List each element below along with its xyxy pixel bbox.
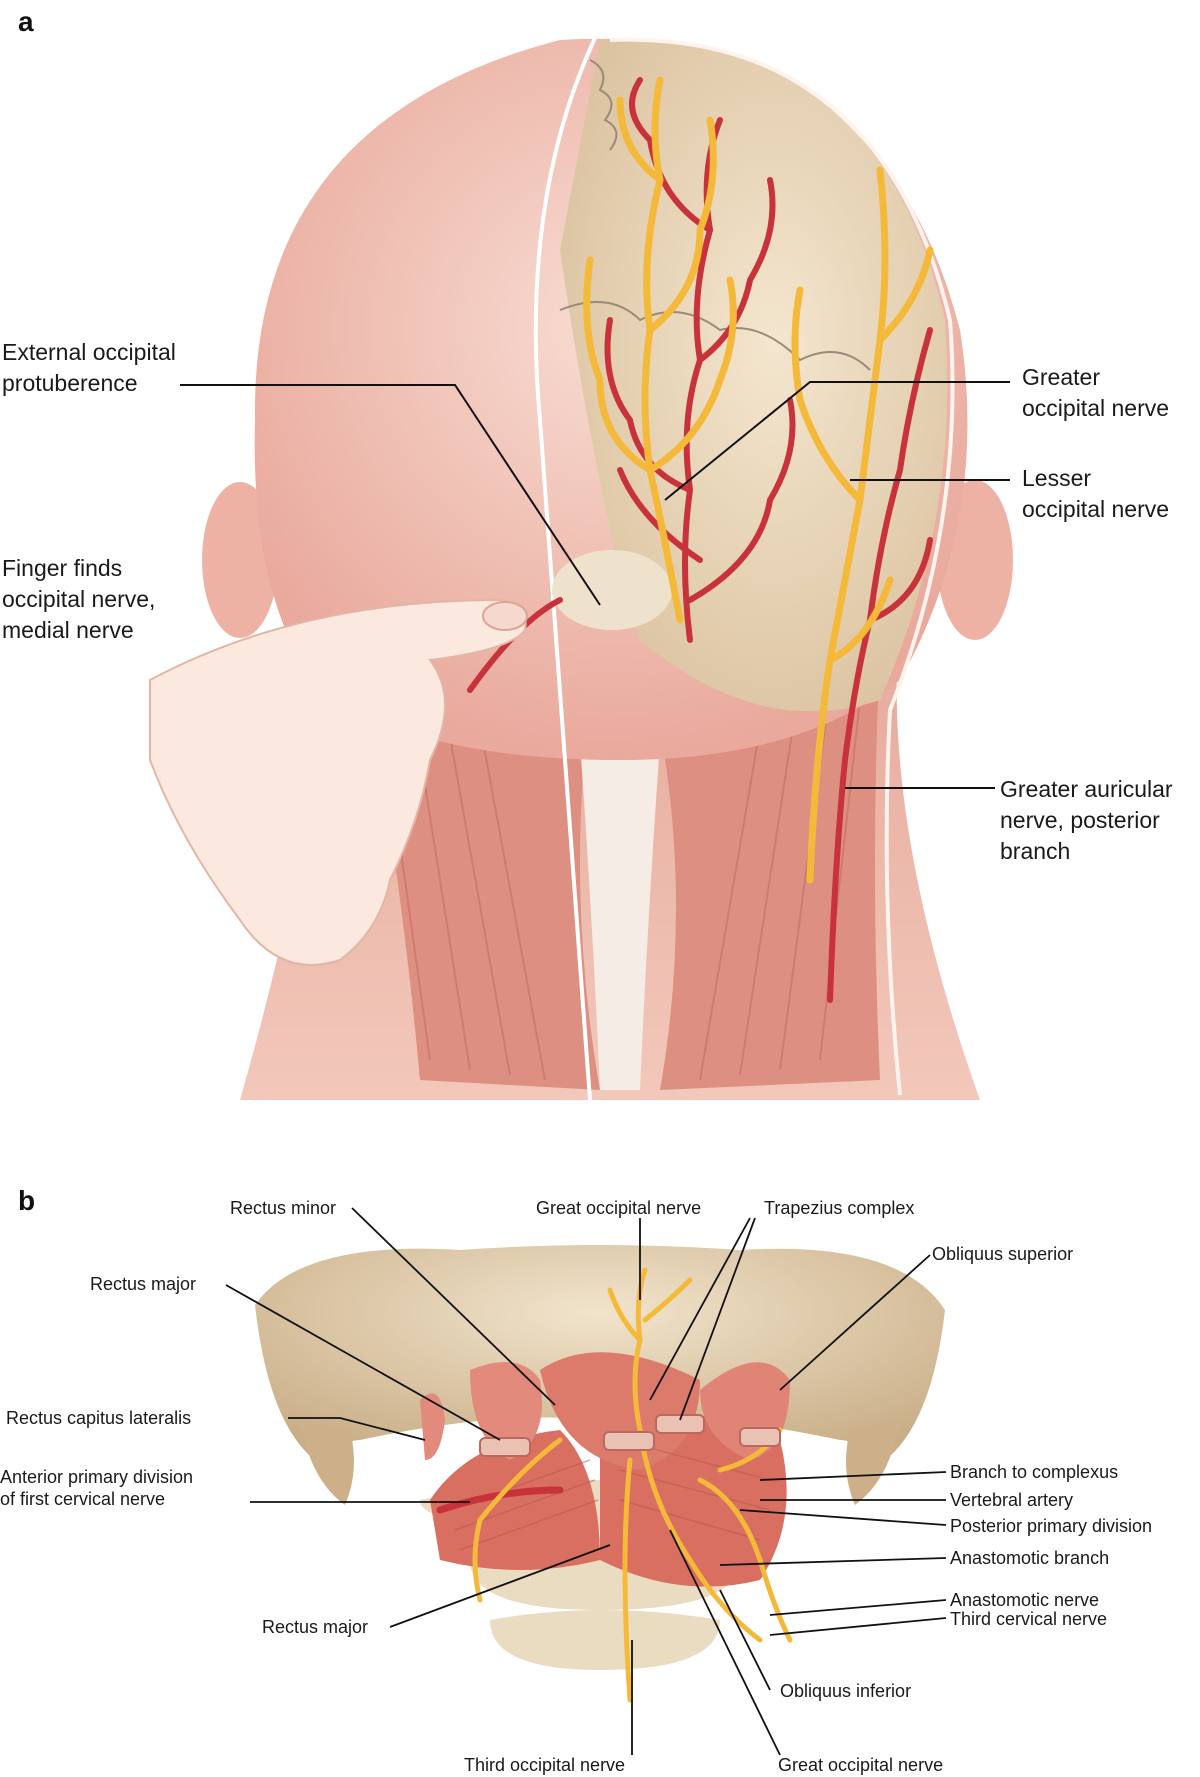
leader-anastomotic-branch [719,1557,947,1566]
leader-trapezius-1 [649,1217,751,1401]
label-vertebral-artery: Vertebral artery [950,1490,1074,1510]
leader-obliquus-inf [719,1589,771,1691]
label-rectus-major-top: Rectus major [90,1274,197,1294]
label-obliquus-superior: Obliquus superior [932,1244,1074,1264]
muscle-rectus-left [430,1430,600,1570]
tendon-tab-2 [603,1431,655,1451]
label-greater-auricular: Greater auricular nerve, posterior branc… [1000,776,1173,864]
panel-a-letter: a [18,6,34,37]
panel-b-letter: b [18,1185,36,1216]
mastoid-right [846,1420,900,1505]
vertebra-c3 [490,1610,720,1670]
label-external-occipital: External occipital protuberence [2,339,176,396]
fingernail [482,601,528,631]
mastoid-left [300,1420,354,1505]
label-anterior-primary-division: Anterior primary division of first cervi… [0,1467,194,1509]
label-finger-finds: Finger finds occipital nerve, medial ner… [2,555,156,643]
label-great-occipital-top: Great occipital nerve [536,1198,702,1218]
leader-branch-complexus [759,1471,947,1481]
label-great-occipital-bottom: Great occipital nerve [778,1755,944,1775]
hand [149,598,527,966]
leader-rectus-major-bottom [389,1544,611,1628]
leader-anastomotic-nerve [769,1599,947,1616]
tendon-tab-4 [739,1427,781,1447]
label-rectus-minor: Rectus minor [230,1198,337,1218]
leader-post-primary [739,1509,947,1526]
label-third-cervical-nerve: Third cervical nerve [950,1609,1108,1629]
leader-rectus-minor [351,1207,556,1406]
label-branch-to-complexus: Branch to complexus [950,1462,1119,1482]
leader-ext-occ [180,384,601,606]
leader-rectus-cap-lat [288,1417,426,1441]
third-occipital-nerve-b [622,1457,633,1703]
panel-b-illustration [225,1207,947,1756]
label-rectus-major-bottom: Rectus major [262,1617,369,1637]
leader-great-occ-bottom [669,1529,781,1756]
leader-trapezius-2 [679,1217,756,1421]
label-obliquus-inferior: Obliquus inferior [780,1681,912,1701]
label-anastomotic-nerve: Anastomotic nerve [950,1590,1100,1610]
leader-obliquus-sup [779,1254,931,1391]
panel-a-illustration [149,37,1013,1101]
label-lesser-occipital-nerve: Lesser occipital nerve [1022,465,1170,522]
tendon-tab-3 [655,1414,705,1434]
label-anastomotic-branch: Anastomotic branch [950,1548,1110,1568]
leader-greater-occ [664,381,1010,501]
leader-rectus-major-top [225,1284,501,1441]
label-greater-occipital-nerve: Greater occipital nerve [1022,364,1170,421]
occipital-protuberance [552,550,672,630]
great-occipital-nerve-b [637,1427,763,1643]
label-posterior-primary-division: Posterior primary division [950,1516,1153,1536]
leader-third-cervical [769,1617,947,1636]
label-trapezius-complex: Trapezius complex [764,1198,915,1218]
label-rectus-capitus-lateralis: Rectus capitus lateralis [6,1408,192,1428]
muscle-rectus-cap-lat [420,1393,445,1460]
tendon-tab-1 [479,1437,531,1457]
muscle-rectus-major-left [470,1362,542,1460]
label-third-occipital-nerve: Third occipital nerve [464,1755,626,1775]
